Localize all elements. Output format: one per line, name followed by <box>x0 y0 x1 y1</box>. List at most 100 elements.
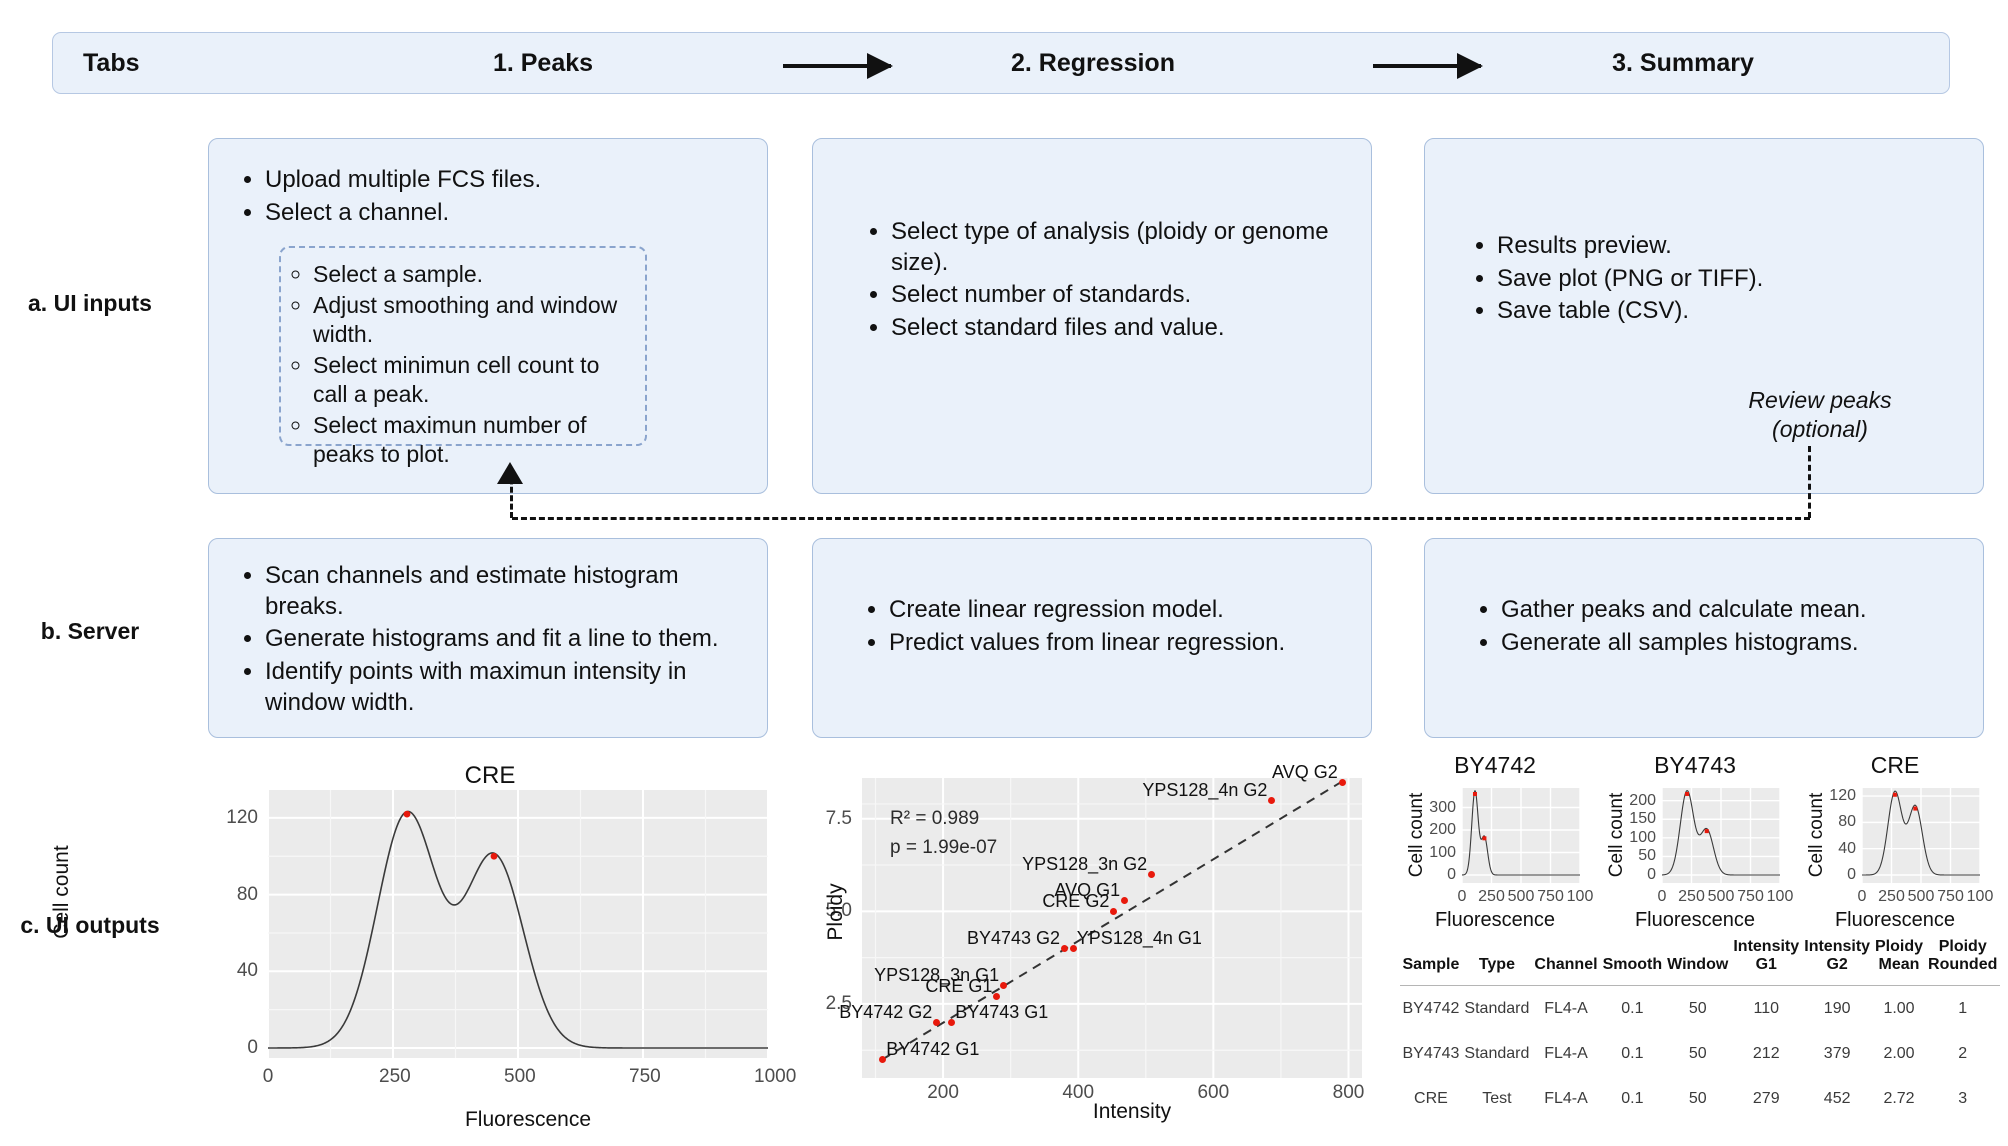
scatter-point-label: BY4742 G2 <box>839 1002 933 1023</box>
table-column-header: Type <box>1478 956 1515 974</box>
x-tick-label: 250 <box>1478 888 1505 905</box>
server-regression-box: Create linear regression model. Predict … <box>812 538 1372 738</box>
table-cell: 279 <box>1752 1089 1780 1107</box>
list-item: Select standard files and value. <box>891 313 1341 344</box>
mini-histogram-curve <box>1662 788 1780 883</box>
x-tick-label: 500 <box>1907 888 1935 905</box>
scatter-point-label: YPS128_3n G2 <box>1022 854 1148 875</box>
y-tick-label: 0 <box>1447 866 1456 883</box>
ui-inputs-peaks-list: Upload multiple FCS files. Select a chan… <box>235 165 735 230</box>
table-cell: FL4-A <box>1544 999 1588 1017</box>
server-peaks-list: Scan channels and estimate histogram bre… <box>235 561 745 721</box>
y-tick-label: 0 <box>1847 866 1856 883</box>
list-item: Scan channels and estimate histogram bre… <box>265 561 745 622</box>
list-item: Gather peaks and calculate mean. <box>1501 595 1971 626</box>
table-cell: 2.00 <box>1883 1044 1915 1062</box>
review-peaks-annotation: Review peaks (optional) <box>1748 387 1892 442</box>
y-tick-label: 200 <box>1429 821 1456 838</box>
list-item: Select minimun cell count to call a peak… <box>313 351 635 409</box>
tabs-row-label: Tabs <box>83 49 140 77</box>
y-tick-label: 0 <box>247 1037 258 1058</box>
server-summary-list: Gather peaks and calculate mean. Generat… <box>1471 595 1971 660</box>
table-cell: CRE <box>1414 1089 1448 1107</box>
table-cell: 3 <box>1958 1089 1968 1107</box>
scatter-point-label: AVQ G2 <box>1272 761 1338 782</box>
row-label-ui-outputs: c. UI outputs <box>20 912 160 938</box>
y-tick-label: 50 <box>1638 847 1656 865</box>
ui-inputs-summary-box: Results preview. Save plot (PNG or TIFF)… <box>1424 138 1984 494</box>
ui-inputs-peaks-suboptions-box: Select a sample. Adjust smoothing and wi… <box>279 246 647 467</box>
table-cell: 379 <box>1823 1044 1851 1062</box>
tabs-bar: Tabs 1. Peaks 2. Regression 3. Summary <box>52 32 1950 94</box>
y-tick-label: 120 <box>1829 787 1856 805</box>
mini-histogram-xlabel: Fluorescence <box>1434 909 1556 931</box>
scatter-point <box>1061 945 1069 953</box>
scatter-point <box>1110 908 1118 916</box>
scatter-point <box>993 992 1001 1000</box>
x-tick-label: 250 <box>1678 888 1705 905</box>
tab-regression[interactable]: 2. Regression <box>1011 49 1175 77</box>
list-item: Select a channel. <box>265 198 735 229</box>
x-tick-label: 100 <box>1566 888 1594 905</box>
y-tick-label: 150 <box>1629 810 1656 828</box>
scatter-point-label: BY4742 G1 <box>886 1039 980 1060</box>
feedback-arrow-icon <box>497 462 523 484</box>
table-column-header: Window <box>1667 956 1729 974</box>
server-summary-box: Gather peaks and calculate mean. Generat… <box>1424 538 1984 738</box>
scatter-point <box>1069 945 1077 953</box>
table-cell: 0.1 <box>1621 999 1644 1017</box>
x-tick-label: 100 <box>1966 888 1994 905</box>
y-tick-label: 300 <box>1429 798 1456 816</box>
table-column-header: Sample <box>1402 956 1460 974</box>
scatter-point <box>948 1019 956 1027</box>
x-tick-label: 1000 <box>754 1066 797 1087</box>
table-cell: 1.00 <box>1883 999 1915 1017</box>
regression-scatter-xlabel: Intensity <box>1092 1100 1172 1123</box>
feedback-connector-line <box>512 517 1810 520</box>
server-regression-list: Create linear regression model. Predict … <box>859 595 1359 660</box>
tab-peaks[interactable]: 1. Peaks <box>492 49 594 77</box>
table-cell: 0.1 <box>1621 1044 1644 1062</box>
x-tick-label: 750 <box>1537 888 1564 905</box>
table-cell: 2 <box>1958 1044 1968 1062</box>
list-item: Select maximun number of peaks to plot. <box>313 411 635 469</box>
scatter-point <box>1121 897 1129 905</box>
right-arrow-icon <box>1373 53 1483 79</box>
y-tick-label: 40 <box>1838 839 1856 857</box>
x-tick-label: 0 <box>1457 888 1467 905</box>
table-cell: Test <box>1482 1089 1512 1107</box>
review-peaks-connector-line <box>1808 446 1811 518</box>
table-column-header: Smooth <box>1602 956 1663 974</box>
tab-summary[interactable]: 3. Summary <box>1612 49 1754 77</box>
list-item: Identify points with maximun intensity i… <box>265 657 745 718</box>
x-tick-label: 800 <box>1332 1082 1365 1103</box>
x-tick-label: 200 <box>927 1082 959 1103</box>
mini-histogram-curve <box>1862 788 1980 883</box>
table-cell: 50 <box>1688 1044 1707 1062</box>
list-item: Generate histograms and fit a line to th… <box>265 624 745 655</box>
mini-histogram-title: BY4743 <box>1654 752 1736 778</box>
y-tick-label: 5.0 <box>825 900 852 922</box>
scatter-point <box>1338 778 1346 786</box>
ui-inputs-regression-list: Select type of analysis (ploidy or genom… <box>861 217 1341 346</box>
table-cell: 452 <box>1823 1089 1851 1107</box>
list-item: Generate all samples histograms. <box>1501 628 1971 659</box>
x-tick-label: 750 <box>1937 888 1964 905</box>
y-tick-label: 2.5 <box>825 992 852 1014</box>
ui-inputs-peaks-box: Upload multiple FCS files. Select a chan… <box>208 138 768 494</box>
y-tick-label: 200 <box>1629 791 1656 809</box>
table-column-header: Channel <box>1534 956 1598 974</box>
x-tick-label: 750 <box>1737 888 1764 905</box>
mini-histogram-xlabel: Fluorescence <box>1634 909 1756 931</box>
table-cell: 0.1 <box>1621 1089 1644 1107</box>
x-tick-label: 500 <box>1507 888 1535 905</box>
table-cell: 50 <box>1688 999 1707 1017</box>
scatter-point-label: BY4743 G2 <box>966 928 1061 949</box>
